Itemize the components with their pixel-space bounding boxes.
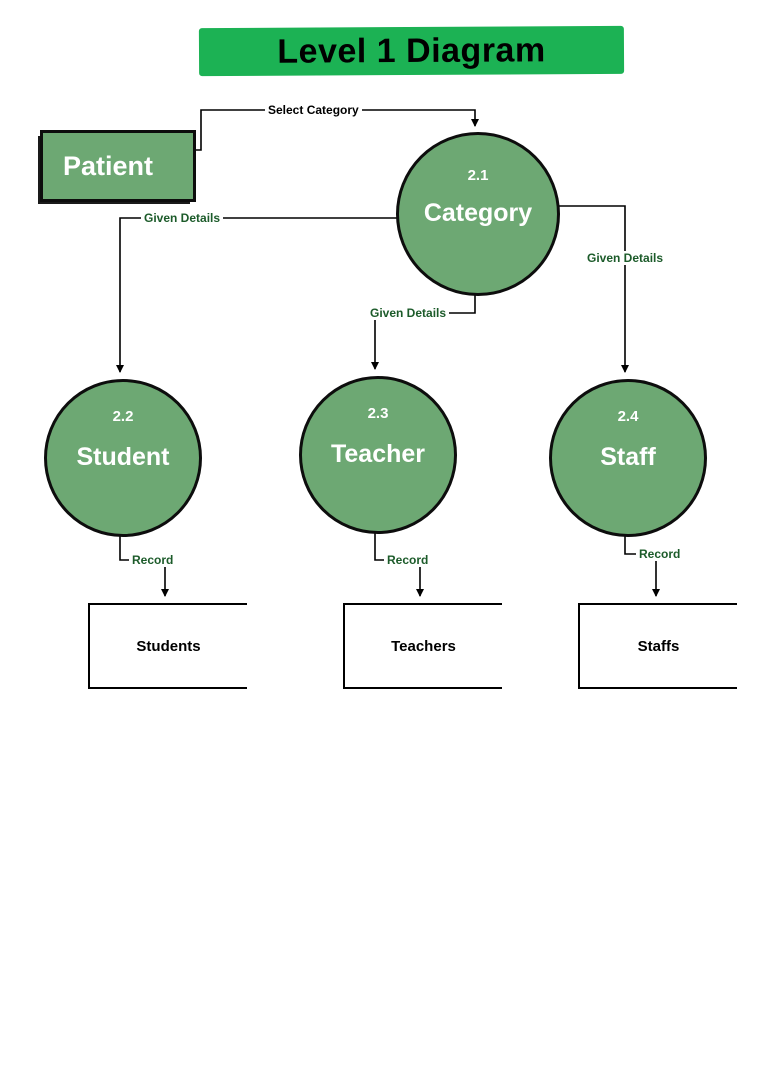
process-id: 2.1 — [467, 167, 489, 184]
data-store-label: Staffs — [637, 637, 680, 655]
flow-label-record-teacher: Record — [384, 553, 432, 567]
data-store-teachers: Teachers — [343, 603, 502, 689]
process-student: 2.2 Student — [44, 379, 202, 537]
data-store-label: Students — [136, 637, 201, 655]
flow-label-record-staff: Record — [636, 547, 684, 561]
process-teacher: 2.3 Teacher — [299, 376, 457, 534]
data-store-staffs: Staffs — [578, 603, 737, 689]
process-id: 2.2 — [112, 408, 134, 425]
process-category: 2.1 Category — [396, 132, 560, 296]
process-id: 2.4 — [617, 408, 639, 425]
flow-label-given-details-student: Given Details — [141, 211, 224, 225]
diagram-title-highlight: Level 1 Diagram — [198, 25, 625, 77]
process-id: 2.3 — [367, 405, 389, 422]
entity-label: Patient — [63, 150, 154, 181]
process-name: Staff — [600, 442, 656, 471]
data-store-students: Students — [88, 603, 247, 689]
flow-label-given-details-staff: Given Details — [584, 251, 667, 265]
process-name: Student — [76, 442, 170, 471]
process-name: Teacher — [330, 439, 426, 468]
data-store-label: Teachers — [391, 637, 456, 655]
process-staff: 2.4 Staff — [549, 379, 707, 537]
flow-label-record-student: Record — [129, 553, 177, 567]
external-entity-patient: Patient — [40, 130, 196, 202]
process-name: Category — [423, 198, 533, 227]
flow-label-given-details-teacher: Given Details — [367, 306, 450, 320]
flow-label-select-category: Select Category — [265, 103, 362, 117]
diagram-title: Level 1 Diagram — [277, 30, 546, 71]
